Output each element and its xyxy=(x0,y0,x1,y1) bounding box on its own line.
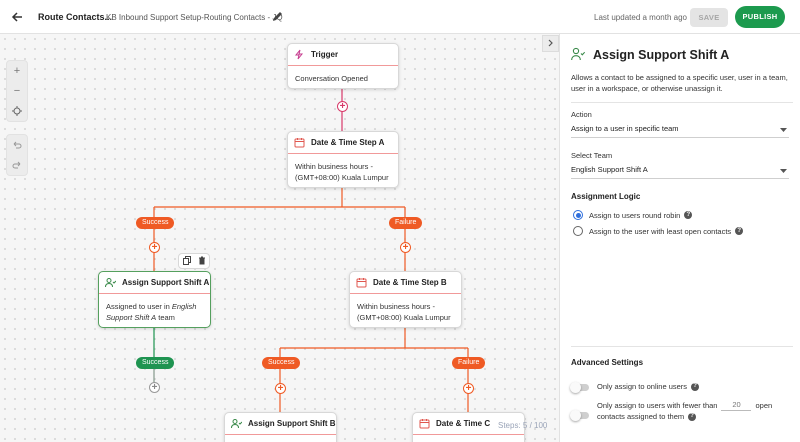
chevron-down-icon xyxy=(780,167,787,176)
add-step-button[interactable]: + xyxy=(149,382,160,393)
datetime-b-title: Date & Time Step B xyxy=(373,278,447,287)
calendar-icon xyxy=(294,137,305,148)
chevron-right-icon xyxy=(547,39,554,49)
success-branch-label: Success xyxy=(262,357,301,369)
assign-shift-a-node[interactable]: Assign Support Shift A Assigned to user … xyxy=(98,271,211,328)
add-step-button[interactable]: + xyxy=(149,242,160,253)
trigger-title: Trigger xyxy=(311,50,339,59)
max-contacts-input[interactable]: 20 xyxy=(721,399,752,411)
datetime-step-b-node[interactable]: Date & Time Step B Within business hours… xyxy=(349,271,462,328)
datetime-a-title: Date & Time Step A xyxy=(311,138,385,147)
save-button[interactable]: SAVE xyxy=(690,8,728,27)
user-assign-icon xyxy=(231,418,242,429)
team-label: Select Team xyxy=(571,151,613,160)
team-select[interactable]: English Support Shift A xyxy=(571,165,789,179)
radio-unselected[interactable] xyxy=(573,226,583,236)
assign-a-body-team: English Support Shift A xyxy=(106,302,197,322)
zoom-out-icon[interactable]: − xyxy=(13,85,21,97)
steps-counter: Steps: 5 / 100 xyxy=(498,421,548,430)
assign-a-body-prefix: Assigned to user in xyxy=(106,302,172,311)
datetime-c-title: Date & Time C xyxy=(436,419,491,428)
panel-title: Assign Support Shift A xyxy=(593,48,730,62)
last-updated-text: Last updated a month ago xyxy=(594,13,687,22)
publish-button[interactable]: PUBLISH xyxy=(735,6,785,28)
action-select-value: Assign to a user in specific team xyxy=(571,124,679,133)
datetime-b-line2: (GMT+08:00) Kuala Lumpur xyxy=(357,313,451,322)
chevron-down-icon xyxy=(780,126,787,135)
recenter-icon[interactable] xyxy=(7,101,27,121)
zoom-toolbox: + − xyxy=(6,60,28,122)
collapse-panel-button[interactable] xyxy=(542,35,559,52)
least-open-option[interactable]: Assign to the user with least open conta… xyxy=(573,226,744,236)
assignment-logic-title: Assignment Logic xyxy=(571,192,641,201)
fewer-than-toggle[interactable] xyxy=(570,410,589,421)
failure-branch-label: Failure xyxy=(389,217,423,229)
action-label: Action xyxy=(571,110,592,119)
trigger-body: Conversation Opened xyxy=(295,74,368,83)
back-arrow-icon[interactable] xyxy=(10,10,24,24)
action-select[interactable]: Assign to a user in specific team xyxy=(571,124,789,138)
trigger-node[interactable]: Trigger Conversation Opened xyxy=(287,43,399,89)
radio-selected[interactable] xyxy=(573,210,583,220)
help-icon[interactable]: ? xyxy=(688,412,697,421)
add-step-button[interactable]: + xyxy=(275,383,286,394)
add-step-button[interactable]: + xyxy=(400,242,411,253)
assign-shift-b-node[interactable]: Assign Support Shift B xyxy=(224,412,337,442)
fewer-than-prefix: Only assign to users with fewer than xyxy=(597,400,718,410)
calendar-icon xyxy=(419,418,430,429)
flow-title: Route Contacts... xyxy=(38,12,113,22)
fewer-than-suffix: open xyxy=(755,400,773,410)
online-only-toggle[interactable] xyxy=(570,382,589,393)
step-settings-panel: Assign Support Shift A Allows a contact … xyxy=(559,34,800,442)
datetime-a-line2: (GMT+08:00) Kuala Lumpur xyxy=(295,173,389,182)
calendar-icon xyxy=(356,277,367,288)
datetime-step-c-node[interactable]: Date & Time C xyxy=(412,412,525,442)
user-assign-icon xyxy=(571,47,586,61)
zoom-in-icon[interactable]: + xyxy=(13,65,21,77)
user-assign-icon xyxy=(105,277,116,288)
undo-icon[interactable] xyxy=(7,135,27,155)
online-only-label: Only assign to online users xyxy=(597,382,688,391)
divider xyxy=(571,102,793,103)
redo-icon[interactable] xyxy=(7,155,27,175)
least-open-label: Assign to the user with least open conta… xyxy=(589,226,732,236)
connector-lines xyxy=(153,89,469,412)
fewer-than-line2: contacts assigned to them xyxy=(597,412,685,421)
datetime-b-line1: Within business hours - xyxy=(357,302,435,311)
panel-description: Allows a contact to be assigned to a spe… xyxy=(571,73,788,93)
datetime-step-a-node[interactable]: Date & Time Step A Within business hours… xyxy=(287,131,399,188)
edit-pencil-icon[interactable] xyxy=(272,11,283,22)
failure-branch-label: Failure xyxy=(452,357,486,369)
success-branch-label: Success xyxy=(136,217,175,229)
flow-description: KB Inbound Support Setup-Routing Contact… xyxy=(106,13,283,22)
assign-b-title: Assign Support Shift B xyxy=(248,419,336,428)
team-select-value: English Support Shift A xyxy=(571,165,648,174)
fewer-than-setting: Only assign to users with fewer than 20 … xyxy=(597,399,772,422)
add-step-button[interactable]: + xyxy=(463,383,474,394)
node-actions-toolbar xyxy=(178,253,210,269)
copy-icon[interactable] xyxy=(182,255,191,267)
workflow-canvas[interactable]: + − Trigger Conversation Opened + xyxy=(0,34,559,442)
top-bar: Route Contacts... KB Inbound Support Set… xyxy=(0,0,800,34)
history-toolbox xyxy=(6,134,28,176)
divider xyxy=(571,346,793,347)
assign-a-body-suffix: team xyxy=(156,313,175,322)
online-only-setting: Only assign to online users ? xyxy=(597,381,700,392)
help-icon[interactable]: ? xyxy=(691,382,700,391)
round-robin-option[interactable]: Assign to users round robin ? xyxy=(573,210,693,220)
delete-icon[interactable] xyxy=(198,256,206,267)
assign-a-title: Assign Support Shift A xyxy=(122,278,210,287)
add-step-button[interactable]: + xyxy=(337,101,348,112)
lightning-icon xyxy=(294,49,305,60)
round-robin-label: Assign to users round robin xyxy=(589,210,681,220)
datetime-a-line1: Within business hours - xyxy=(295,162,373,171)
help-icon[interactable]: ? xyxy=(735,227,744,235)
help-icon[interactable]: ? xyxy=(684,211,693,219)
success-branch-label: Success xyxy=(136,357,175,369)
advanced-settings-title: Advanced Settings xyxy=(571,358,644,367)
